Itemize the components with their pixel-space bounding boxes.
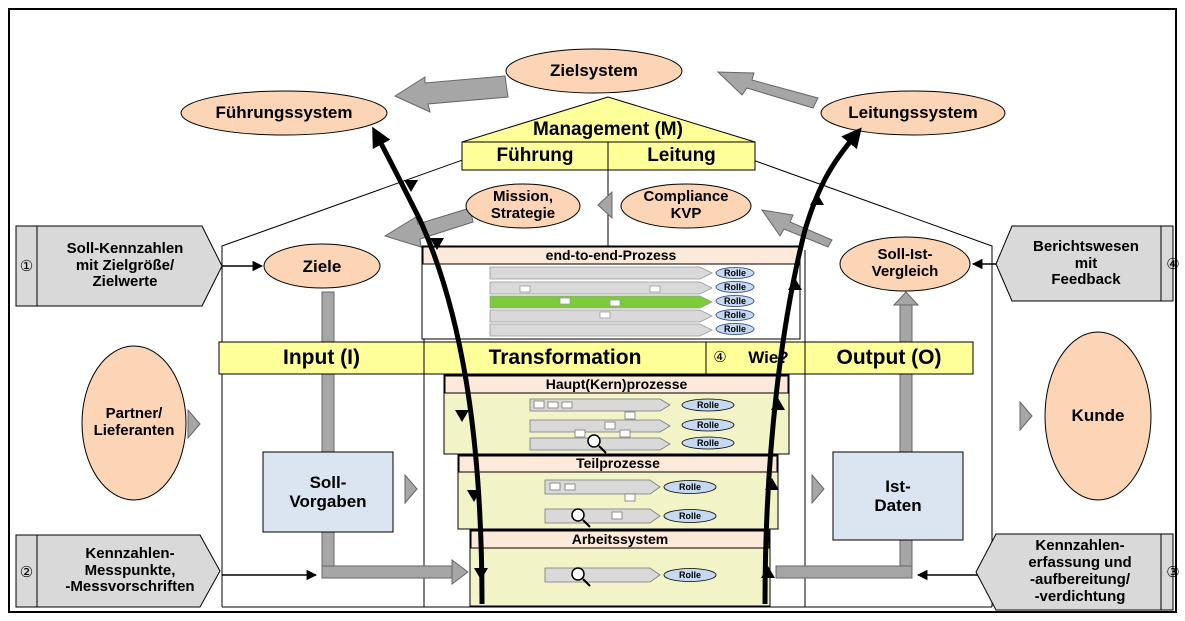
fuehrung-label: Führung <box>496 145 574 167</box>
ziele-label: Ziele <box>302 257 342 277</box>
wie-label: Wie? <box>748 348 789 368</box>
haupt-rolle-3: Rolle <box>696 437 719 448</box>
marker-three: ③ <box>1166 562 1180 581</box>
arbeitssystem-rolle-badge <box>663 568 717 582</box>
soll-kennzahlen-label: Soll-Kennzahlen mit Zielgröße/ Zielwerte <box>66 239 184 291</box>
output-label: Output (O) <box>836 346 942 370</box>
input-label: Input (I) <box>283 346 360 370</box>
hauptprozesse-title: Haupt(Kern)prozesse <box>545 375 688 392</box>
haupt-rolle-2: Rolle <box>696 419 719 430</box>
e2e-title: end-to-end-Prozess <box>545 246 677 263</box>
mission-label: Mission, Strategie <box>490 188 556 222</box>
blue-boxes <box>262 451 964 541</box>
marker-one: ① <box>19 256 34 275</box>
messpunkte-label: Kennzahlen- Messpunkte, -Messvorschrifte… <box>65 544 195 596</box>
ist-daten-label: Ist- Daten <box>874 476 922 515</box>
teil-rolle-1: Rolle <box>678 481 701 492</box>
marker-four-right: ④ <box>1166 254 1180 273</box>
berichtswesen-label: Berichtswesen mit Feedback <box>1033 237 1139 289</box>
e2e-rolle-4: Rolle <box>723 309 746 320</box>
teil-rolle-2: Rolle <box>678 510 701 521</box>
side-callouts <box>15 225 1174 611</box>
soll-ist-label: Soll-Ist- Vergleich <box>871 246 939 280</box>
erfassung-label: Kennzahlen- erfassung und -aufbereitung/… <box>1028 537 1132 605</box>
leitung-label: Leitung <box>647 145 716 167</box>
partner-label: Partner/ Lieferanten <box>93 405 175 439</box>
fuehrungssystem-label: Führungssystem <box>215 103 353 123</box>
grey-flow-arrows-top <box>383 71 833 248</box>
triangle-arrows <box>187 190 1033 505</box>
hauptprozesse-rolle-badges <box>681 398 735 450</box>
ellipses <box>81 48 1152 501</box>
iot-band <box>218 341 974 375</box>
teilprozesse-title: Teilprozesse <box>576 455 660 472</box>
e2e-rolle-badges <box>715 267 755 335</box>
e2e-rolle-2: Rolle <box>723 281 746 292</box>
arbeitssystem-title: Arbeitssystem <box>571 530 669 547</box>
e2e-rolle-3: Rolle <box>723 295 746 306</box>
soll-vorgaben-label: Soll- Vorgaben <box>289 472 367 511</box>
kunde-label: Kunde <box>1071 406 1125 426</box>
teilprozesse-rolle-badges <box>663 480 717 523</box>
marker-four-band: ④ <box>713 347 727 366</box>
leitungssystem-label: Leitungssystem <box>848 103 978 123</box>
hauptprozesse-swimlanes <box>529 398 671 454</box>
e2e-swimlanes <box>489 266 713 337</box>
management-label: Management (M) <box>533 119 683 141</box>
zielsystem-label: Zielsystem <box>550 61 638 81</box>
compliance-label: Compliance KVP <box>643 188 729 222</box>
haupt-rolle-1: Rolle <box>696 399 719 410</box>
e2e-rolle-1: Rolle <box>723 267 746 278</box>
thick-arrow-markers <box>404 180 824 580</box>
teilprozesse-swimlanes <box>544 479 661 528</box>
marker-two: ② <box>19 562 34 581</box>
transformation-label: Transformation <box>488 346 642 370</box>
arbeit-rolle: Rolle <box>678 569 701 580</box>
e2e-rolle-5: Rolle <box>723 323 746 334</box>
arbeitssystem-lane <box>544 567 661 587</box>
